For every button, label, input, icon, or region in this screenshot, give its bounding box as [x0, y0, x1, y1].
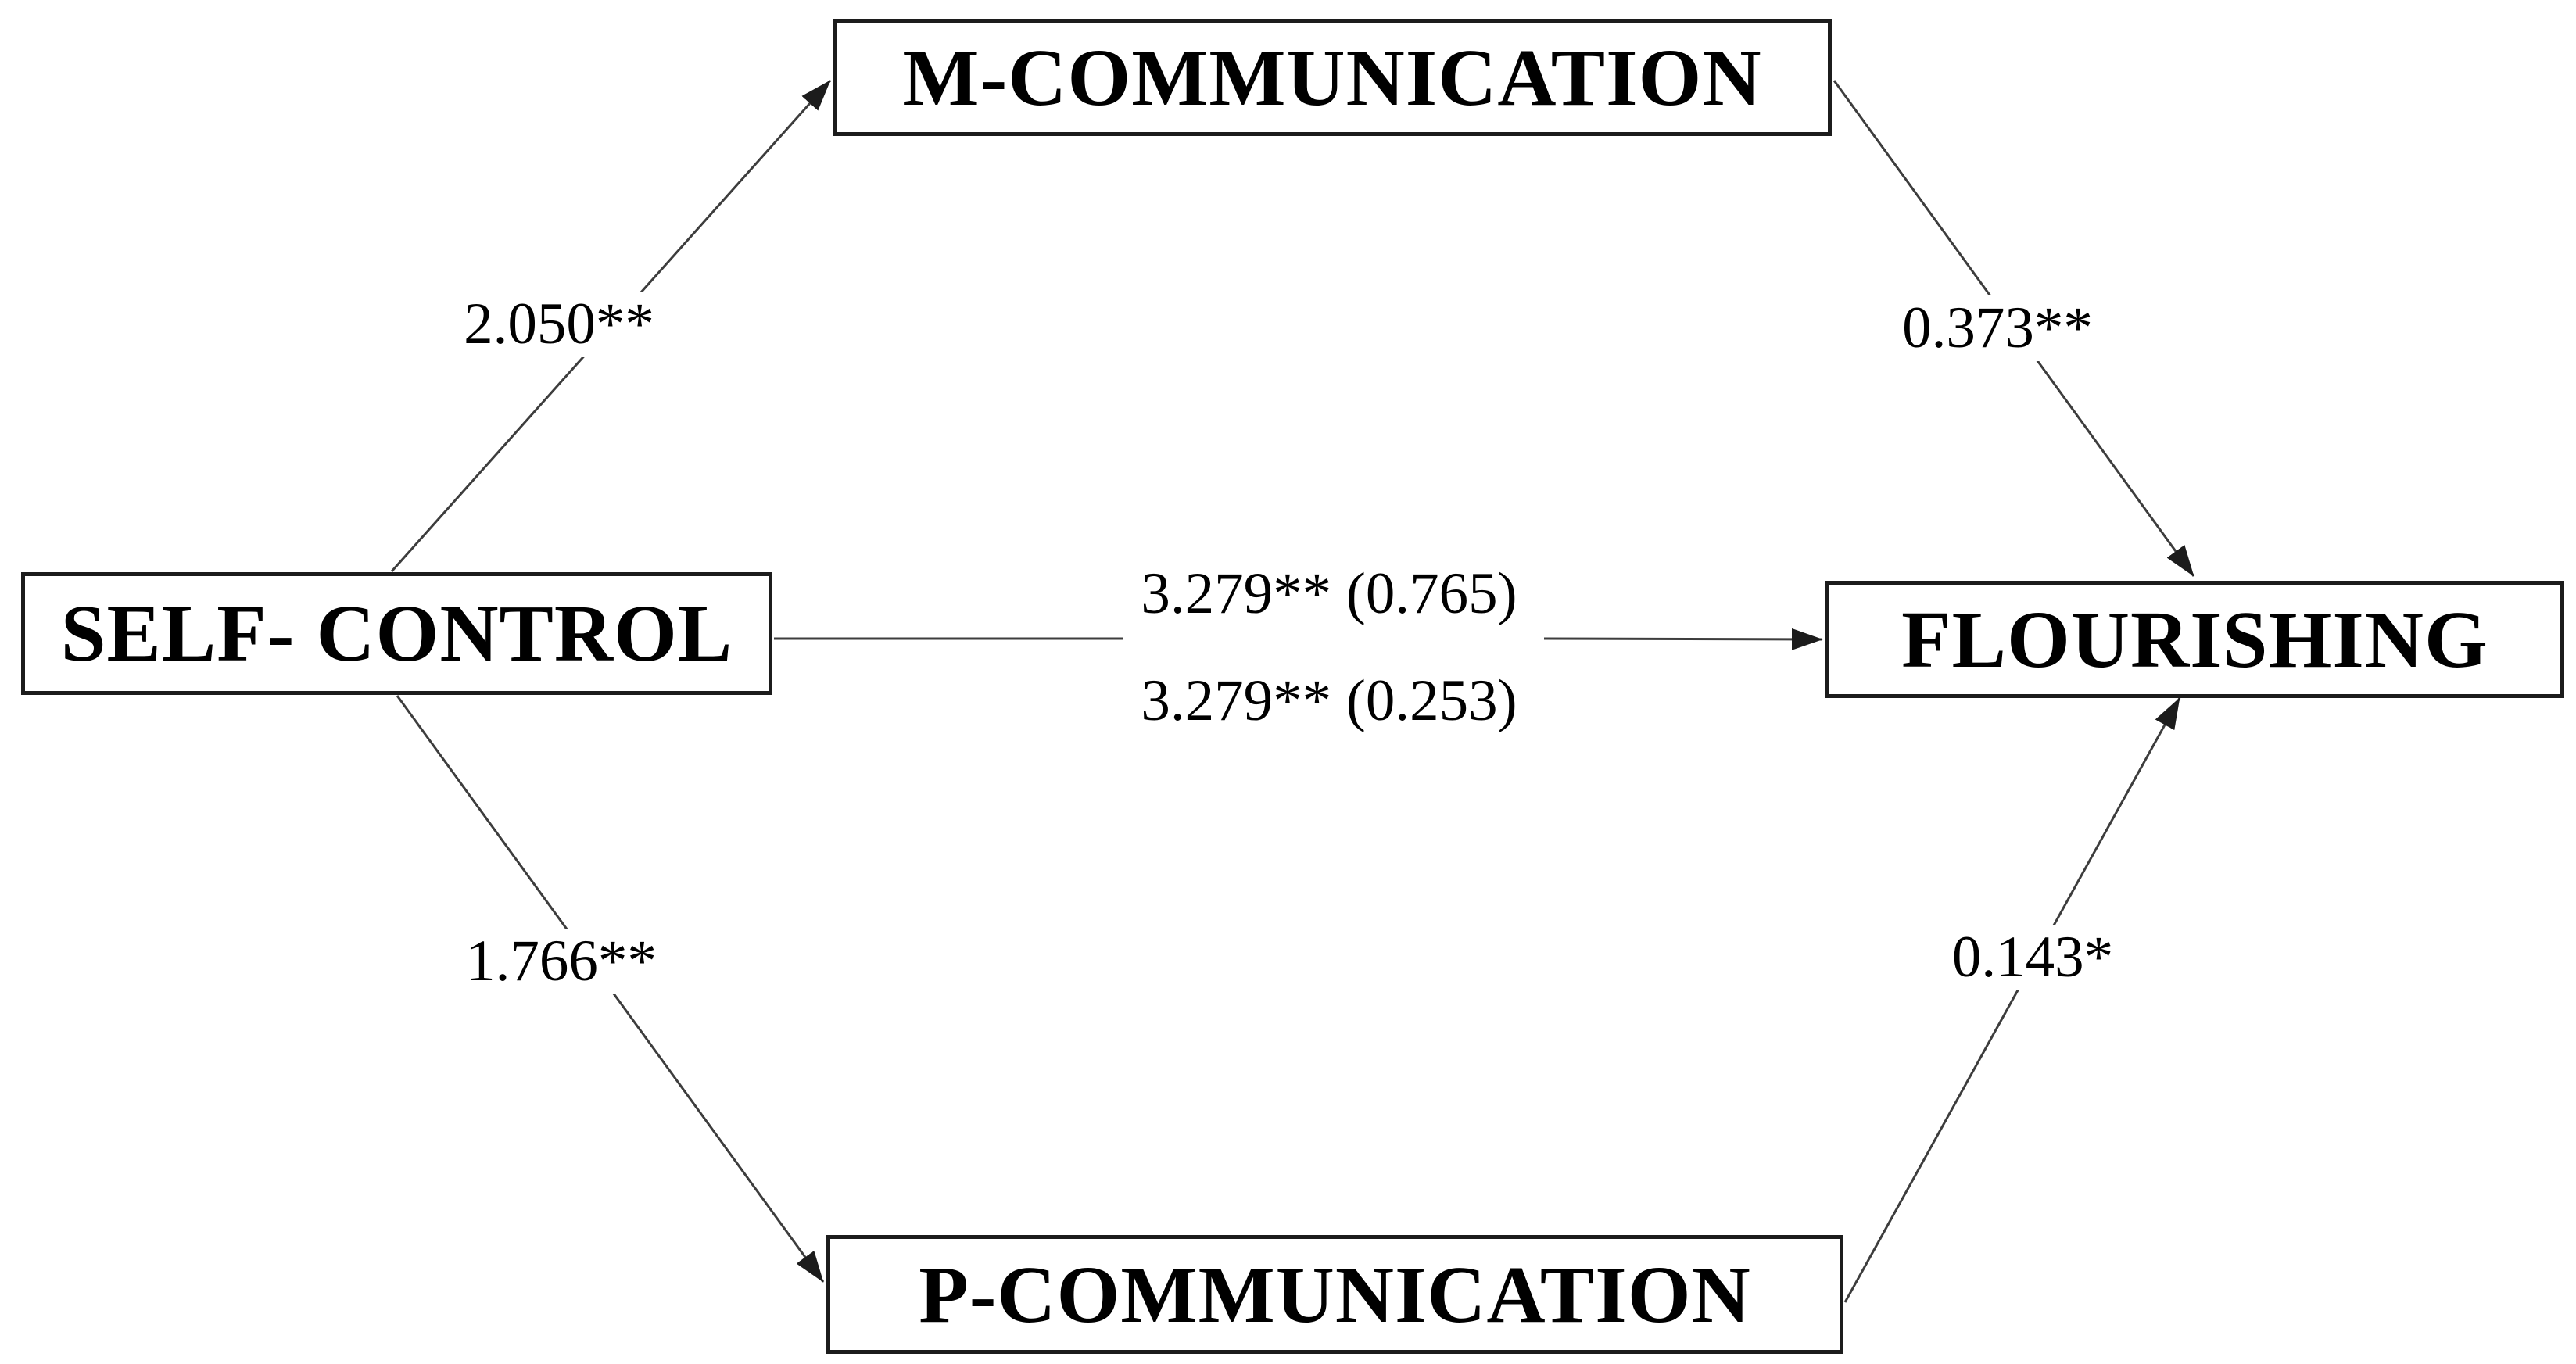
path-coefficient-p-communication-to-flourishing: 0.143*	[1942, 925, 2123, 990]
node-m-communication: M-COMMUNICATION	[833, 19, 1832, 136]
node-flourishing: FLOURISHING	[1825, 581, 2564, 698]
path-coefficient-self-control-to-m-communication: 2.050**	[454, 292, 664, 357]
path-coefficient-self-control-to-flourishing-line1: 3.279** (0.765)	[1131, 561, 1527, 627]
node-self-control: SELF- CONTROL	[21, 572, 772, 695]
node-p-communication: P-COMMUNICATION	[826, 1235, 1843, 1354]
path-coefficient-m-communication-to-flourishing: 0.373**	[1893, 295, 2102, 361]
path-coefficient-self-control-to-flourishing-line2: 3.279** (0.253)	[1131, 668, 1527, 734]
arrow-p-communication-to-flourishing	[1843, 697, 2181, 1303]
path-coefficient-self-control-to-p-communication: 1.766**	[457, 929, 666, 994]
